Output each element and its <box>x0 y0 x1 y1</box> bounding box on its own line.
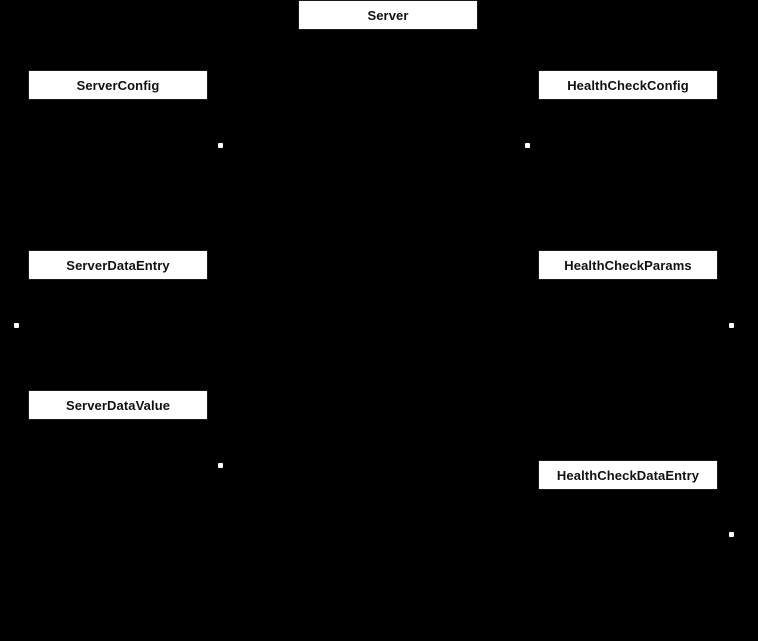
association-endpoint-marker <box>729 532 734 537</box>
class-node-server-data-value[interactable]: ServerDataValue <box>28 390 208 420</box>
association-endpoint-marker <box>525 143 530 148</box>
association-endpoint-marker <box>14 323 19 328</box>
association-endpoint-marker <box>729 323 734 328</box>
class-node-server-data-entry[interactable]: ServerDataEntry <box>28 250 208 280</box>
class-node-server-config[interactable]: ServerConfig <box>28 70 208 100</box>
association-endpoint-marker <box>218 143 223 148</box>
class-node-health-check-data-entry[interactable]: HealthCheckDataEntry <box>538 460 718 490</box>
association-endpoint-marker <box>218 463 223 468</box>
class-node-health-check-config[interactable]: HealthCheckConfig <box>538 70 718 100</box>
class-node-health-check-params[interactable]: HealthCheckParams <box>538 250 718 280</box>
class-node-server[interactable]: Server <box>298 0 478 30</box>
